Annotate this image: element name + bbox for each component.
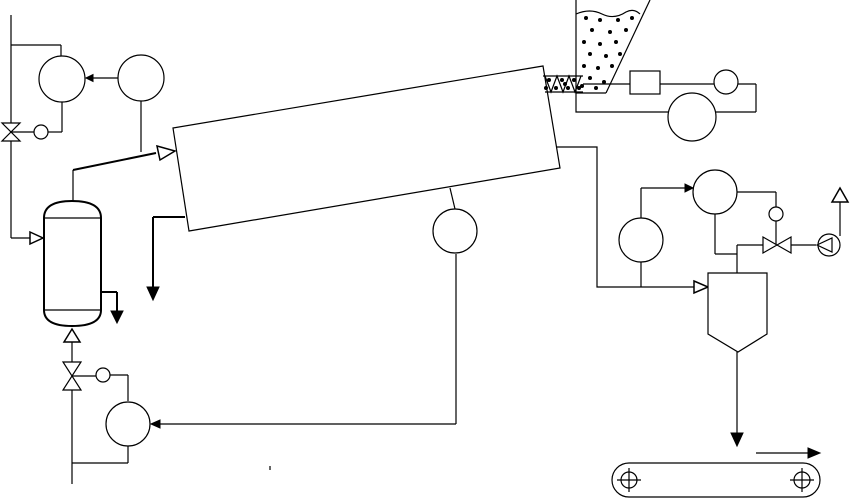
heat-exchanger-vessel — [11, 170, 124, 328]
sensor-to-controller-arrow — [684, 183, 695, 193]
material-surface — [575, 9, 641, 18]
vessel-body — [43, 199, 102, 328]
dryer-exhaust-duct — [557, 146, 695, 288]
separator-section — [557, 146, 850, 448]
conveyor-belt — [611, 462, 821, 498]
dryer-inlet-arrow — [156, 144, 177, 162]
granular-material — [580, 16, 634, 90]
vapor-feed-pipe — [72, 152, 157, 171]
valve-actuator-top — [33, 124, 49, 140]
rotary-dryer — [72, 65, 561, 302]
hopper-feeder — [543, 0, 757, 142]
separator-controller-circle — [692, 169, 738, 215]
screw-flights — [544, 74, 582, 94]
exhaust-fan-symbol — [815, 237, 833, 253]
control-valve-right — [762, 235, 792, 255]
feeder-controller-circle — [667, 92, 717, 142]
vessel-bottom-inlet-arrow — [62, 327, 82, 343]
hopper-frame — [575, 0, 668, 113]
signal-arrow-head — [84, 73, 94, 83]
control-valve-top-left — [0, 122, 22, 142]
gearbox — [629, 70, 661, 95]
vessel-inlet-arrow — [29, 230, 45, 246]
controller-circle-bottom-left — [105, 401, 151, 447]
conveyor-direction-arrow — [807, 447, 822, 459]
separator-inlet-arrow — [693, 279, 710, 295]
dryer-sensor-tap — [449, 187, 456, 210]
dryer-temperature-sensor — [432, 208, 478, 254]
drive-motor — [713, 69, 739, 95]
vessel-drain-arrow — [110, 310, 124, 325]
valve-actuator-bottom — [95, 367, 111, 383]
top-left-control-loop — [0, 15, 165, 238]
dryer-discharge-arrow — [146, 286, 160, 302]
exhaust-fan — [817, 233, 841, 257]
cyclone-separator — [707, 272, 768, 353]
valve-actuator-right — [768, 206, 784, 222]
separator-sensor-circle — [618, 217, 664, 263]
bottom-left-control-loop — [61, 254, 457, 484]
dryer-drum — [172, 65, 561, 232]
separator-discharge-arrow — [730, 432, 744, 448]
belt-conveyor — [611, 447, 822, 498]
sensor-circle-top — [117, 54, 165, 102]
exhaust-stack-arrow — [830, 186, 850, 203]
feedback-arrow-head — [149, 419, 161, 429]
screw-conveyor — [543, 74, 583, 94]
controller-circle-top-left — [38, 55, 86, 103]
hopper-slope — [605, 0, 651, 94]
